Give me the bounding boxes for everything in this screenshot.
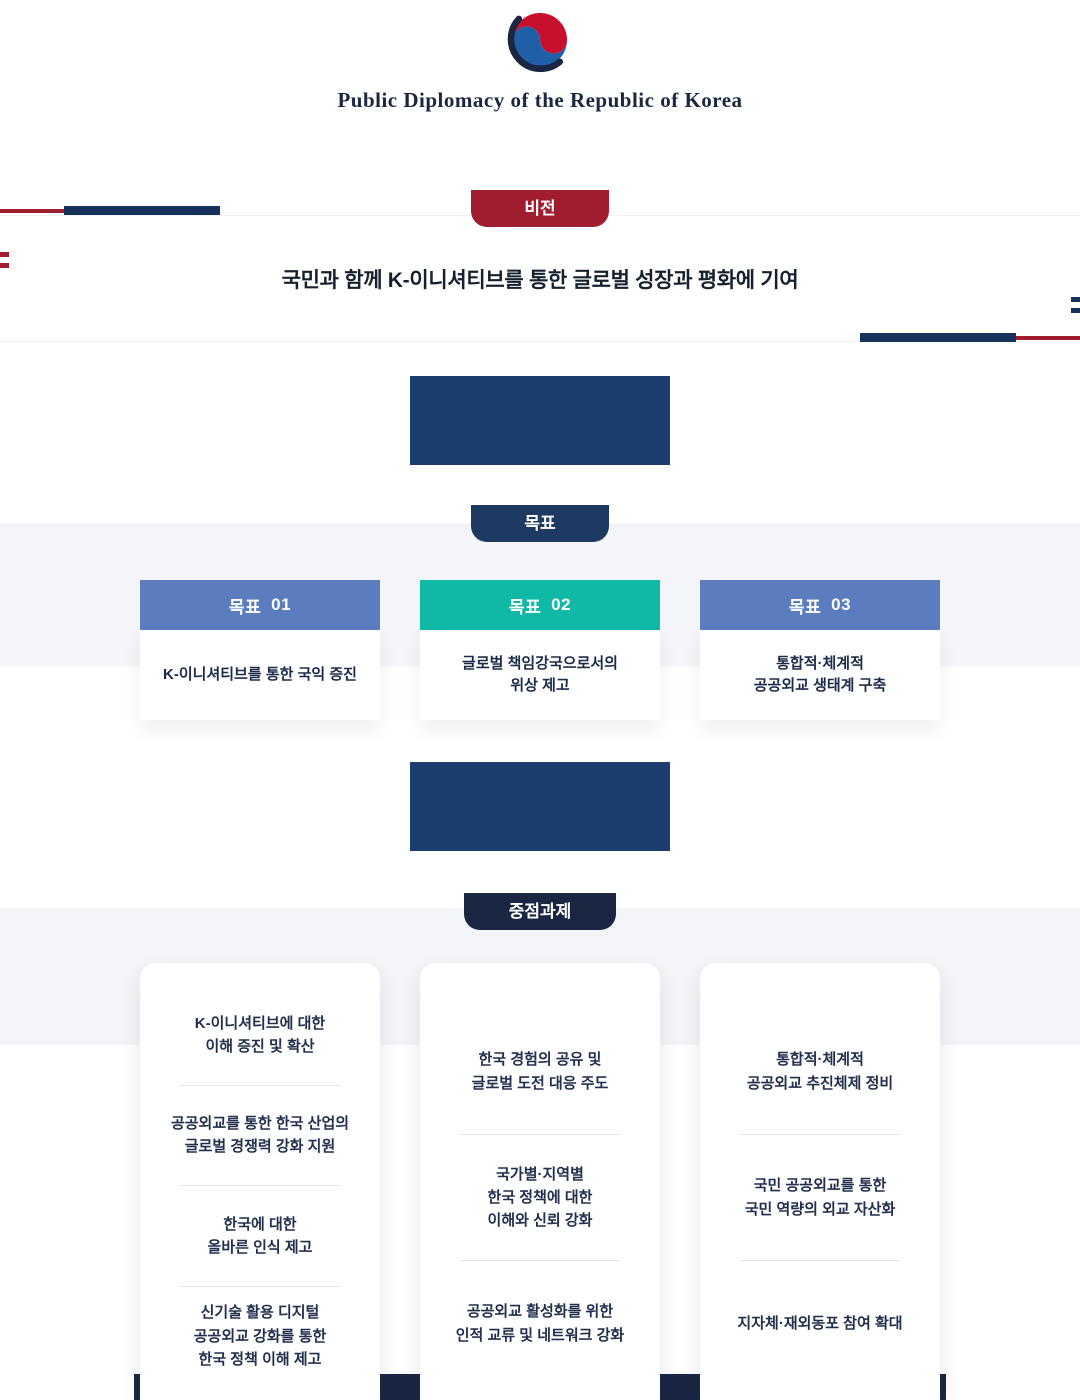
- divider: [460, 1134, 620, 1135]
- task-item: 한국 경험의 공유 및 글로벌 도전 대응 주도: [471, 1051, 609, 1092]
- goal-description: 통합적·체계적 공공외교 생태계 구축: [700, 630, 940, 720]
- task-item: 신기술 활용 디지털 공공외교 강화를 통한 한국 정책 이해 제고: [193, 1304, 327, 1368]
- decor-red-bar-bottom-right: [1016, 336, 1080, 340]
- divider: [180, 1185, 340, 1186]
- divider: [460, 1260, 620, 1261]
- divider: [740, 1134, 900, 1135]
- goal-header: 목표 02: [420, 580, 660, 630]
- task-item: 국민 공공외교를 통한 국민 역량의 외교 자산화: [744, 1177, 896, 1218]
- task-card-3: 통합적·체계적 공공외교 추진체제 정비 국민 공공외교를 통한 국민 역량의 …: [700, 963, 940, 1400]
- decor-red-dash-left: [0, 263, 9, 268]
- page-title: Public Diplomacy of the Republic of Kore…: [337, 88, 743, 112]
- task-card-1: K-이니셔티브에 대한 이해 증진 및 확산 공공외교를 통한 한국 산업의 글…: [140, 963, 380, 1400]
- task-item: 공공외교 활성화를 위한 인적 교류 및 네트워크 강화: [455, 1303, 625, 1344]
- decor-navy-bar-top-left: [64, 206, 220, 215]
- goal-label: 목표: [228, 597, 262, 617]
- goal-label: 목표: [788, 597, 822, 617]
- decor-navy-dash-right: [1071, 308, 1080, 313]
- connector-block-bottom: [410, 762, 670, 851]
- korea-government-emblem-icon: [507, 4, 573, 76]
- goal-card-3: 목표 03 통합적·체계적 공공외교 생태계 구축: [700, 580, 940, 720]
- key-tasks-badge: 중점과제: [464, 893, 616, 930]
- divider: [740, 1260, 900, 1261]
- decor-red-dash-left: [0, 252, 9, 257]
- divider: [180, 1285, 340, 1287]
- task-item: 한국에 대한 올바른 인식 제고: [207, 1215, 313, 1256]
- goal-card-2: 목표 02 글로벌 책임강국으로서의 위상 제고: [420, 580, 660, 720]
- decor-navy-dash-right: [1071, 297, 1080, 302]
- decor-red-bar-top-left: [0, 209, 64, 213]
- connector-block-top: [410, 376, 670, 465]
- goal-header: 목표 01: [140, 580, 380, 630]
- goal-label: 목표: [508, 597, 542, 617]
- goal-number: 02: [551, 595, 572, 614]
- task-item: 통합적·체계적 공공외교 추진체제 정비: [746, 1051, 894, 1092]
- goal-header: 목표 03: [700, 580, 940, 630]
- goal-description: 글로벌 책임강국으로서의 위상 제고: [420, 630, 660, 720]
- task-item: 공공외교를 통한 한국 산업의 글로벌 경쟁력 강화 지원: [170, 1115, 350, 1156]
- task-item: 지자체·재외동포 참여 확대: [737, 1314, 903, 1332]
- goal-card-1: 목표 01 K-이니셔티브를 통한 국익 증진: [140, 580, 380, 720]
- goal-description: K-이니셔티브를 통한 국익 증진: [140, 630, 380, 720]
- vision-banner: 국민과 함께 K-이니셔티브를 통한 글로벌 성장과 평화에 기여: [0, 215, 1080, 342]
- decor-navy-bar-bottom-right: [860, 333, 1016, 342]
- task-card-2: 한국 경험의 공유 및 글로벌 도전 대응 주도 국가별·지역별 한국 정책에 …: [420, 963, 660, 1400]
- vision-text: 국민과 함께 K-이니셔티브를 통한 글로벌 성장과 평화에 기여: [281, 268, 799, 292]
- goal-number: 01: [271, 595, 292, 614]
- goals-badge: 목표: [471, 505, 609, 542]
- task-item: 국가별·지역별 한국 정책에 대한 이해와 신뢰 강화: [487, 1165, 593, 1230]
- vision-badge: 비전: [471, 190, 609, 227]
- divider: [180, 1084, 340, 1086]
- goal-number: 03: [831, 595, 852, 614]
- task-item: K-이니셔티브에 대한 이해 증진 및 확산: [194, 1014, 326, 1055]
